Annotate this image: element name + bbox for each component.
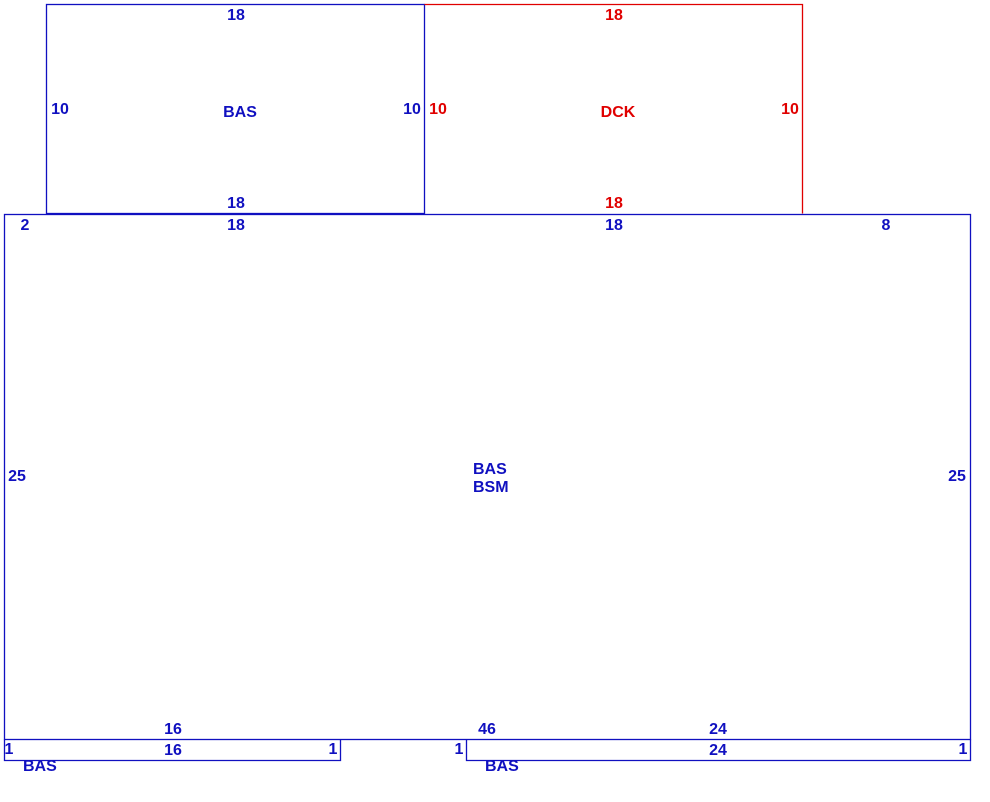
upper-bas-outline: [45, 3, 426, 215]
main-left-dimension: 25: [8, 468, 26, 485]
main-area: 2 18 18 8 25 25 16 46 24 BAS BSM: [3, 213, 972, 741]
main-right-dimension: 25: [948, 468, 966, 485]
left-strip-left-dimension: 1: [5, 741, 14, 758]
main-outline: [3, 213, 972, 741]
main-label-bas: BAS: [473, 461, 507, 478]
deck-area: 18 18 10 10 DCK: [424, 3, 804, 214]
deck-top-dimension: 18: [605, 7, 623, 24]
left-strip-label: BAS: [23, 758, 57, 775]
left-strip-right-dimension: 1: [329, 741, 338, 758]
main-top-dimension-b: 18: [605, 217, 623, 234]
main-bottom-dimension-b: 46: [478, 721, 496, 738]
left-strip-length-dimension: 16: [164, 742, 182, 759]
main-top-left-dimension: 2: [21, 217, 30, 234]
upper-bas-bottom-dimension: 18: [227, 195, 245, 212]
upper-bas-right-dimension: 10: [403, 101, 421, 118]
right-strip-label: BAS: [485, 758, 519, 775]
left-strip-outline: [3, 739, 342, 762]
right-strip-outline: [465, 739, 972, 762]
main-top-dimension-a: 18: [227, 217, 245, 234]
deck-right-dimension: 10: [781, 101, 799, 118]
upper-bas-left-dimension: 10: [51, 101, 69, 118]
right-strip-length-dimension: 24: [709, 742, 727, 759]
main-bottom-dimension-c: 24: [709, 721, 727, 738]
deck-outline: [424, 3, 804, 214]
deck-left-dimension: 10: [429, 101, 447, 118]
right-strip-left-dimension: 1: [455, 741, 464, 758]
right-strip-right-dimension: 1: [959, 741, 968, 758]
left-strip-area: 16 1 1 BAS: [3, 739, 342, 775]
main-label-bsm: BSM: [473, 479, 509, 496]
deck-bottom-dimension: 18: [605, 195, 623, 212]
deck-label: DCK: [601, 104, 636, 121]
right-strip-area: 24 1 1 BAS: [455, 739, 972, 775]
main-top-right-dimension: 8: [882, 217, 891, 234]
main-bottom-dimension-a: 16: [164, 721, 182, 738]
upper-bas-label: BAS: [223, 104, 257, 121]
upper-bas-area: 18 18 10 10 BAS: [45, 3, 426, 215]
upper-bas-top-dimension: 18: [227, 7, 245, 24]
